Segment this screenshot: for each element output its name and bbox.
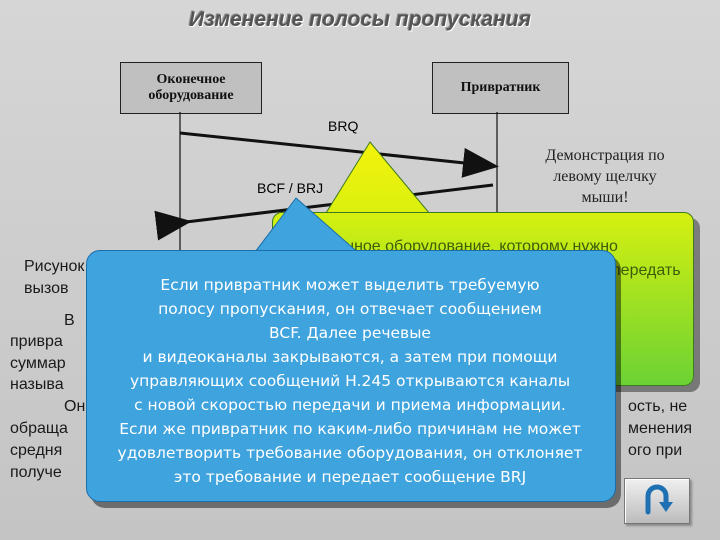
blue-callout-line-1: Если привратник может выделить требуемую xyxy=(160,276,540,294)
demo-note-line-3: мыши! xyxy=(581,188,629,206)
u-turn-return-icon xyxy=(640,482,674,521)
bg-fragment: называ xyxy=(10,376,64,393)
bg-fragment: получе xyxy=(10,464,62,481)
blue-callout xyxy=(86,250,616,502)
bcf-brj-label: BCF / BRJ xyxy=(257,180,324,196)
blue-callout-line-8: удовлетворить требование оборудования, о… xyxy=(117,444,583,462)
slide-title: Изменение полосы пропускания xyxy=(189,8,531,31)
green-callout-line-2: передать xyxy=(612,262,681,279)
endpoint-label-line-2: оборудование xyxy=(148,88,234,103)
bg-fragment: ого при xyxy=(628,442,683,459)
bg-fragment: обраща xyxy=(10,420,68,437)
bg-fragment: Он xyxy=(64,398,86,415)
endpoint-box: Оконечное оборудование xyxy=(120,62,262,114)
blue-callout-line-4: и видеоканалы закрываются, а затем при п… xyxy=(142,348,558,366)
bg-fragment: привра xyxy=(10,333,63,350)
demo-note-line-2: левому щелчку xyxy=(553,167,657,185)
return-button[interactable] xyxy=(624,478,690,524)
gatekeeper-label: Привратник xyxy=(460,79,541,95)
bg-fragment: В xyxy=(64,312,75,329)
brq-arrow xyxy=(179,131,499,178)
demo-note-line-1: Демонстрация по xyxy=(545,147,665,164)
bg-fragment: суммар xyxy=(10,355,66,372)
bg-fragment: менения xyxy=(628,420,693,437)
gatekeeper-box: Привратник xyxy=(432,62,569,114)
bg-fragment: Рисунок xyxy=(24,258,85,275)
blue-callout-line-2: полосу пропускания, он отвечает сообщени… xyxy=(158,300,542,318)
blue-callout-line-6: с новой скоростью передачи и приема инфо… xyxy=(134,396,566,414)
endpoint-label-line-1: Оконечное xyxy=(156,71,226,87)
brq-label: BRQ xyxy=(328,118,359,134)
demo-note: Демонстрация по левому щелчку мыши! xyxy=(520,146,690,208)
blue-callout-line-7: Если же привратник по каким-либо причина… xyxy=(119,420,581,438)
bg-fragment: средня xyxy=(10,442,63,459)
bg-fragment: вызов xyxy=(24,280,69,297)
blue-callout-line-5: управляющих сообщений H.245 открываются … xyxy=(129,372,571,390)
blue-callout-line-9: это требование и передает сообщение BRJ xyxy=(173,468,527,486)
bg-fragment: ость, не xyxy=(628,398,688,415)
blue-callout-line-3: BCF. Далее речевые xyxy=(269,324,431,342)
